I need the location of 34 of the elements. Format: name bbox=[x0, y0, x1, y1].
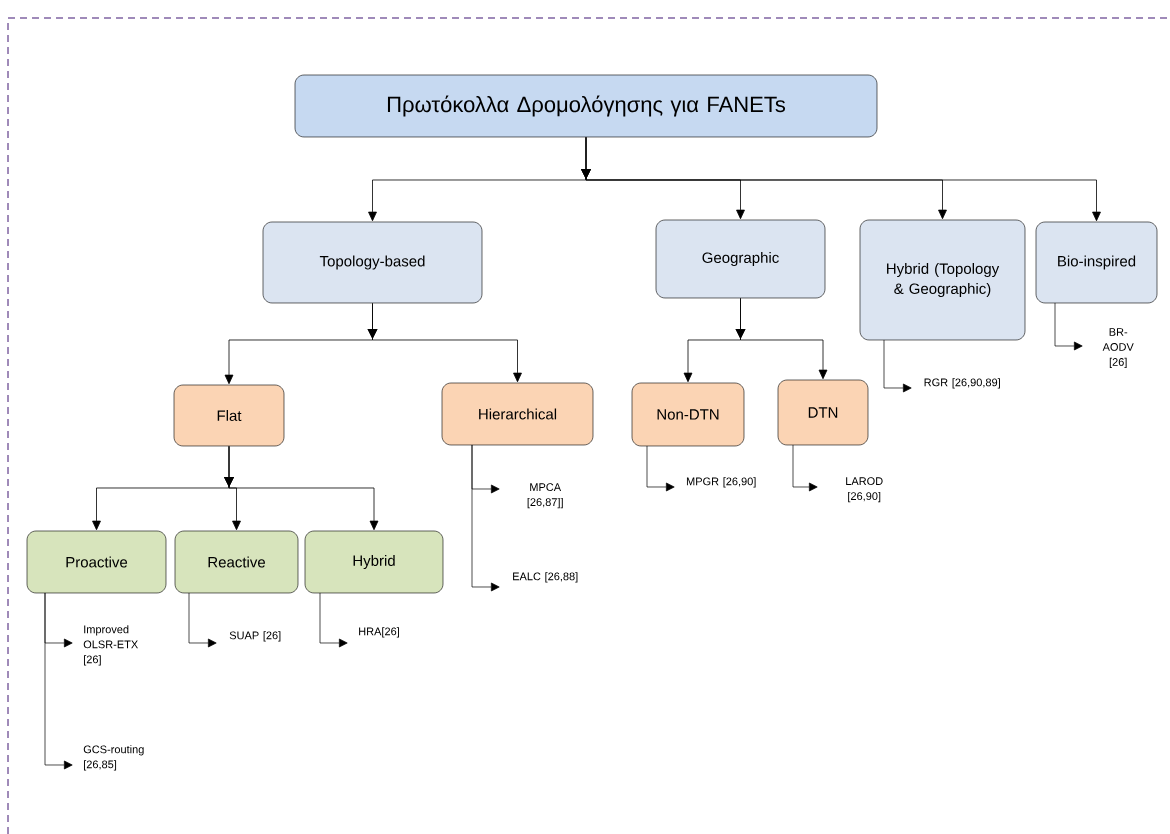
category-box: Non-DTN bbox=[631, 382, 745, 447]
category-box: Topology-based bbox=[262, 221, 483, 304]
arrow bbox=[646, 445, 675, 492]
category-box: Reactive bbox=[174, 530, 299, 594]
category-box: Geographic bbox=[655, 219, 826, 299]
arrow bbox=[1054, 302, 1083, 351]
protocol-label: BR-AODV [26] bbox=[1102, 328, 1134, 369]
protocol-label: SUAP [26] bbox=[229, 631, 281, 642]
protocol-label: LAROD [26,90] bbox=[846, 477, 883, 503]
title-box: Πρωτόκολλα Δρομολόγησης για FANETs bbox=[294, 74, 878, 138]
arrow bbox=[224, 445, 379, 531]
protocol-label: GCS-routing [26,85] bbox=[83, 745, 144, 771]
protocol-label: Improved OLSR-ETX [26] bbox=[83, 625, 138, 666]
category-box: DTN bbox=[777, 379, 869, 446]
protocol-label: HRA[26] bbox=[359, 627, 399, 638]
protocol-label: MPCA [26,87]] bbox=[527, 483, 563, 509]
category-box: Proactive bbox=[26, 530, 167, 594]
protocol-label: RGR [26,90,89] bbox=[924, 378, 1000, 389]
arrow bbox=[188, 592, 217, 648]
arrow bbox=[471, 444, 500, 592]
category-box: Bio-inspired bbox=[1035, 221, 1158, 304]
protocol-label: MPGR [26,90] bbox=[686, 477, 756, 488]
category-box: Hybrid bbox=[304, 530, 444, 594]
arrow bbox=[792, 444, 818, 492]
arrow bbox=[44, 592, 73, 770]
arrow bbox=[735, 297, 828, 380]
arrow bbox=[367, 302, 522, 383]
category-box: Hybrid (Topology & Geographic) bbox=[859, 219, 1026, 341]
arrow bbox=[319, 592, 348, 648]
arrow bbox=[883, 339, 912, 393]
category-box: Flat bbox=[173, 384, 285, 447]
category-box: Hierarchical bbox=[441, 382, 594, 446]
protocol-label: EALC [26,88] bbox=[513, 572, 578, 583]
arrow bbox=[581, 136, 1101, 222]
